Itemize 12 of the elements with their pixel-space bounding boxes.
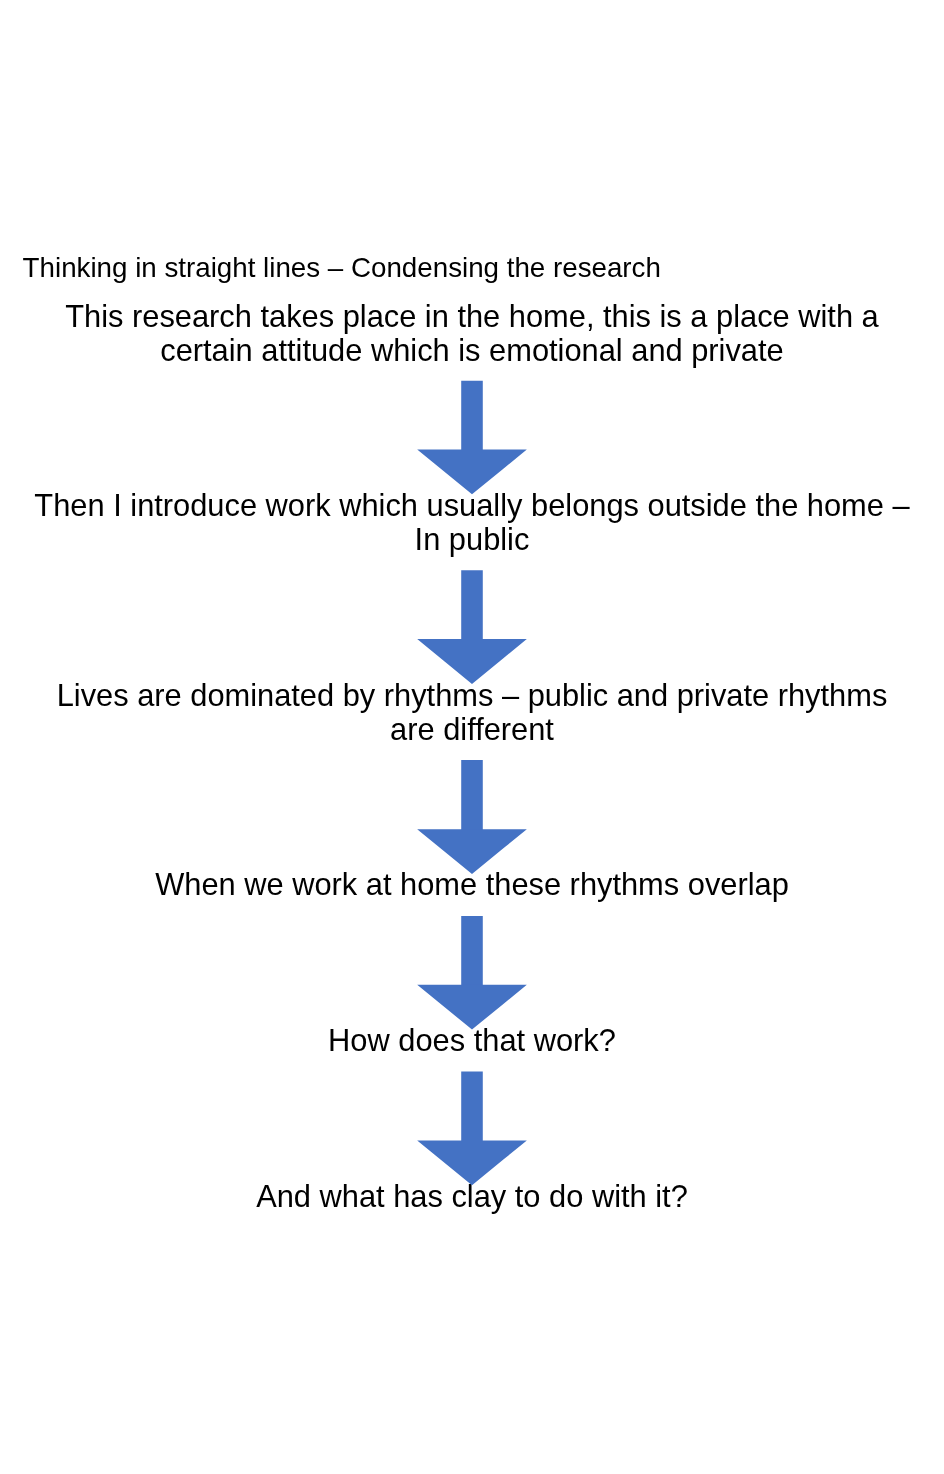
arrow (417, 759, 527, 874)
arrow (417, 1071, 527, 1185)
arrow (417, 569, 527, 684)
node-text: How does that work? (328, 1022, 616, 1058)
node-text: And what has clay to do with it? (256, 1178, 688, 1214)
node-text: Lives are dominated by rhythms – public and private rhythms are different (56, 677, 888, 747)
diagram-title: Thinking in straight lines – Condensing the research (22, 251, 661, 283)
node-text: When we work at home these rhythms overlap (155, 866, 789, 902)
arrow (417, 380, 527, 494)
arrow (417, 915, 527, 1030)
node-text: Then I introduce work which usually belongs outside the home – In public (34, 487, 910, 557)
node-text: This research takes place in the home, this is a place with a certain attitude which is emotional and private (65, 298, 879, 368)
